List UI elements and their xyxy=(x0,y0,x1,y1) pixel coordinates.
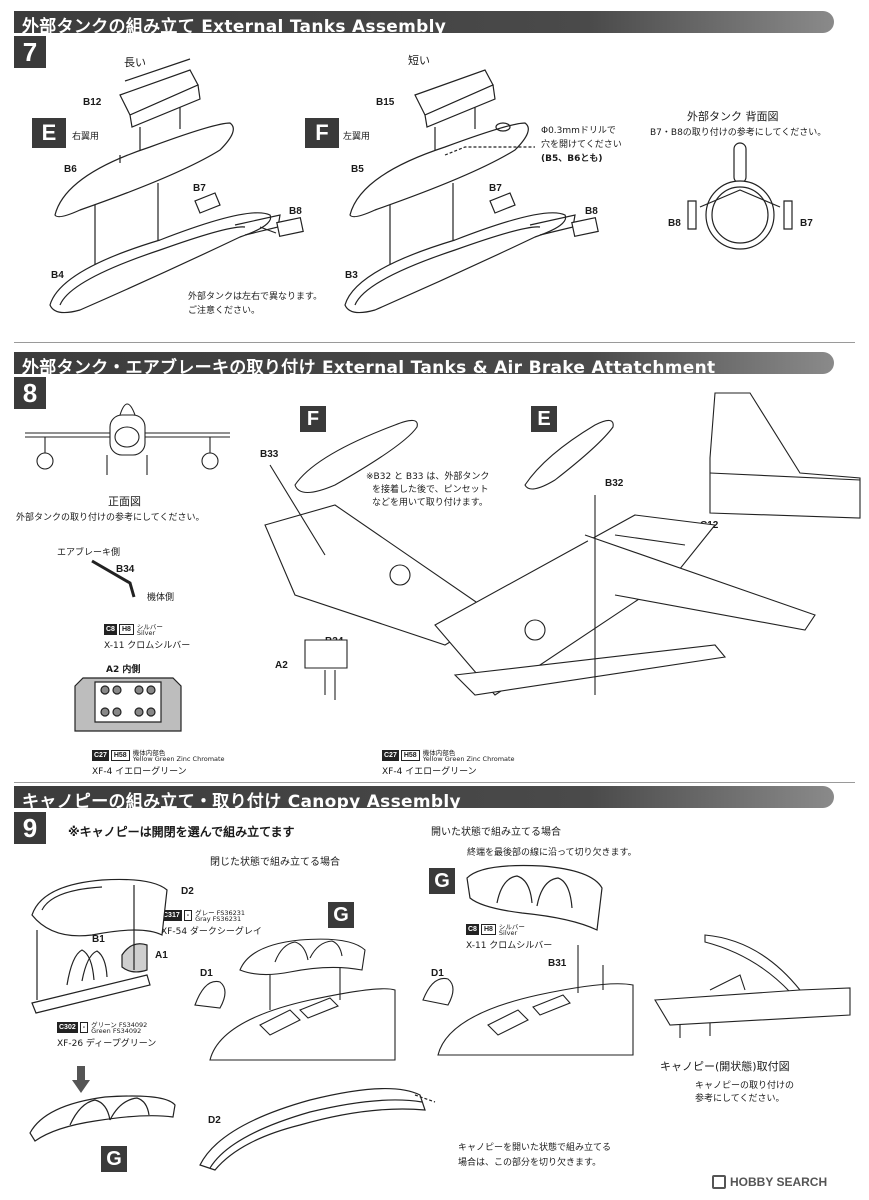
section-7-title: 外部タンクの組み立て External Tanks Assembly xyxy=(22,17,447,37)
yg-paint-name: XF-4 イエローグリーン xyxy=(92,767,187,777)
part-b3: B3 xyxy=(345,270,358,281)
tank-diff-note-2: ご注意ください。 xyxy=(188,306,261,316)
tank-diff-note-1: 外部タンクは左右で異なります。 xyxy=(188,292,323,302)
part-b12: B12 xyxy=(83,97,102,108)
a1-label: A1 xyxy=(155,950,168,961)
variant-f-note: 左翼用 xyxy=(343,132,371,142)
g-box-3: G xyxy=(429,868,455,894)
canopy-d2-cut-drawing xyxy=(190,1080,440,1170)
open-attach-note-1: キャノピーの取り付けの xyxy=(695,1081,795,1091)
divider-8-9 xyxy=(14,782,855,783)
tank-e-assembly-drawing xyxy=(40,55,300,325)
open-title: 開いた状態で組み立てる場合 xyxy=(431,827,561,838)
canopy-frame-drawing xyxy=(22,875,182,1015)
step-9-number: 9 xyxy=(14,812,46,844)
d2-label-2: D2 xyxy=(208,1115,221,1126)
a2-inner-drawing xyxy=(73,676,183,736)
part-b15: B15 xyxy=(376,97,395,108)
d1-label: D1 xyxy=(200,968,213,979)
cut-note-2-line-2: 場合は、この部分を切り欠きます。 xyxy=(458,1158,602,1168)
variant-e-note: 右翼用 xyxy=(72,132,100,142)
step-8-number: 8 xyxy=(14,377,46,409)
b33-label: B33 xyxy=(260,449,279,460)
step-7-number: 7 xyxy=(14,36,46,68)
variant-e-box-8: E xyxy=(531,406,557,432)
part-b5: B5 xyxy=(351,164,364,175)
cut-note-2-line-1: キャノピーを開いた状態で組み立てる xyxy=(458,1143,612,1153)
open-canopy-drawing xyxy=(462,858,612,938)
open-canopy-install-drawing xyxy=(418,945,638,1055)
part-b8-left: B8 xyxy=(289,206,302,217)
rear-b8: B8 xyxy=(668,218,681,229)
open-attach-note-2: 参考にしてください。 xyxy=(695,1094,785,1104)
tank-f-assembly-drawing xyxy=(335,55,595,325)
part-b6: B6 xyxy=(64,164,77,175)
d1-label-2: D1 xyxy=(431,968,444,979)
variant-e-box: E xyxy=(32,118,66,148)
long-label: 長い xyxy=(124,56,146,69)
attach-note-1: ※B32 と B33 は、外部タンク xyxy=(366,472,490,482)
b31-label: B31 xyxy=(548,958,567,969)
choose-note: ※キャノピーは開閉を選んで組み立てます xyxy=(68,825,295,839)
front-view-note: 外部タンクの取り付けの参考にしてください。 xyxy=(16,513,205,523)
b32-label: B32 xyxy=(605,478,624,489)
part-b7-right: B7 xyxy=(489,183,502,194)
part-b8-right: B8 xyxy=(585,206,598,217)
variant-f-box: F xyxy=(305,118,339,148)
a2-inner-label: A2 内側 xyxy=(106,665,141,675)
drill-note-2: 穴を開けてください xyxy=(541,140,622,150)
section-9-title: キャノピーの組み立て・取り付け Canopy Assembly xyxy=(22,792,461,812)
divider-7-8 xyxy=(14,342,855,343)
closed-title: 閉じた状態で組み立てる場合 xyxy=(210,857,340,868)
drill-note-3: (B5、B6とも) xyxy=(541,154,603,164)
rear-view-title: 外部タンク 背面図 xyxy=(687,110,779,123)
silver-paint-name-9: X-11 クロムシルバー xyxy=(466,941,553,951)
tail-drawing xyxy=(690,388,860,528)
open-attach-title: キャノピー(開状態)取付図 xyxy=(660,1060,790,1073)
yg-paint-name-2: XF-4 イエローグリーン xyxy=(382,767,477,777)
attach-note-2: を接着した後で、ピンセット xyxy=(372,485,489,495)
front-view-title: 正面図 xyxy=(108,495,141,508)
grey-paint-name: XF-54 ダークシーグレイ xyxy=(161,927,262,937)
hobby-search-watermark: HOBBY SEARCH xyxy=(712,1172,827,1192)
rear-b7: B7 xyxy=(800,218,813,229)
assembled-canopy-g-drawing xyxy=(25,1085,185,1145)
b34-label: B34 xyxy=(116,564,135,575)
aircraft-wing-drawing xyxy=(255,395,845,745)
closed-canopy-install-drawing xyxy=(190,930,400,1060)
part-b7-left: B7 xyxy=(193,183,206,194)
down-arrow-icon xyxy=(72,1066,90,1094)
section-9-header: キャノピーの組み立て・取り付け Canopy Assembly xyxy=(14,786,834,812)
hobby-search-logo-icon xyxy=(712,1175,726,1189)
section-8-title: 外部タンク・エアブレーキの取り付け External Tanks & Air B… xyxy=(22,358,716,378)
tank-rear-view-drawing xyxy=(680,135,800,255)
green-paint-name: XF-26 ディープグリーン xyxy=(57,1039,157,1049)
attach-note-3: などを用いて取り付けます。 xyxy=(372,498,488,508)
b34-part-drawing xyxy=(90,555,150,605)
section-8-header: 外部タンク・エアブレーキの取り付け External Tanks & Air B… xyxy=(14,352,834,378)
d2-label: D2 xyxy=(181,886,194,897)
silver-paint-name: X-11 クロムシルバー xyxy=(104,641,191,651)
b1-label: B1 xyxy=(92,934,105,945)
open-canopy-attach-view-drawing xyxy=(650,930,850,1040)
variant-f-box-8: F xyxy=(300,406,326,432)
airbrake-side-label: エアブレーキ側 xyxy=(57,548,121,558)
short-label: 短い xyxy=(408,54,430,67)
drill-note-1: Φ0.3mmドリルで xyxy=(541,126,616,136)
part-b4: B4 xyxy=(51,270,64,281)
front-view-drawing xyxy=(15,385,240,480)
g-box-1: G xyxy=(101,1146,127,1172)
cut-note: 終端を最後部の線に沿って切り欠きます。 xyxy=(467,848,637,858)
rear-view-note: B7・B8の取り付けの参考にしてください。 xyxy=(650,128,827,138)
a2-label: A2 xyxy=(275,660,288,671)
body-side-label: 機体側 xyxy=(147,593,175,603)
g-box-2: G xyxy=(328,902,354,928)
section-7-header: 外部タンクの組み立て External Tanks Assembly xyxy=(14,11,834,37)
